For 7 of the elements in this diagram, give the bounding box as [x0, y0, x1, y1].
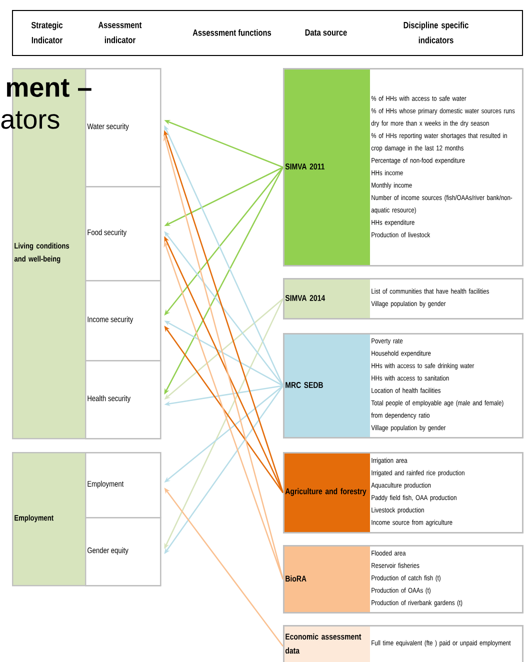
header-box: Strategic Indicator Assessment indicator Assessment functions Data source Discipline specific indicators [12, 10, 523, 56]
indicator-cell: Employment [85, 452, 162, 518]
title-fragment: ators [1, 111, 60, 129]
indicator-cell: Gender equity [85, 517, 162, 586]
indicator-cell: Income security [85, 280, 162, 362]
indicator-cell: Food security [85, 186, 162, 282]
indicator-cell: Health security [85, 360, 162, 440]
